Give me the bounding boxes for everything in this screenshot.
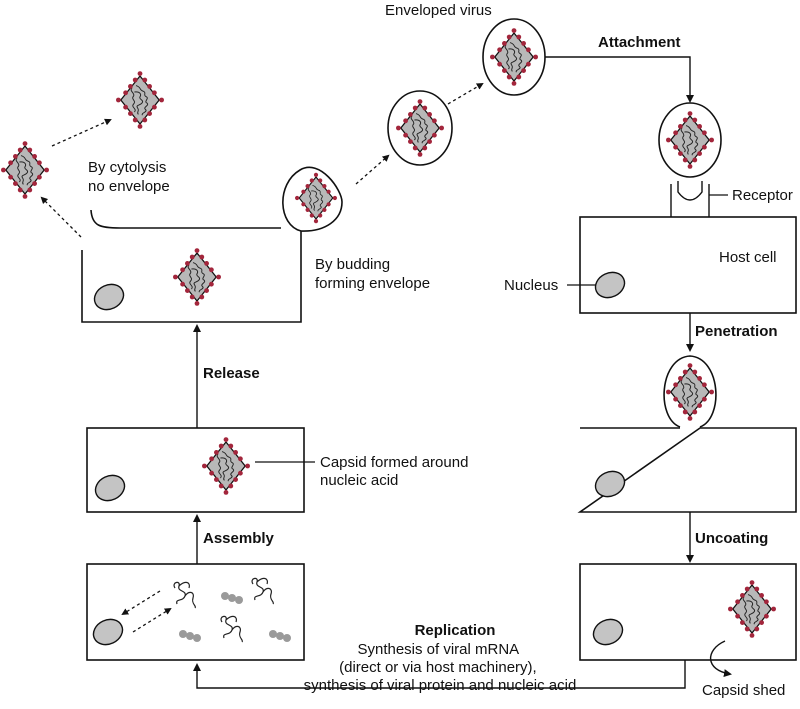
budding-membrane xyxy=(90,209,281,229)
receptor xyxy=(670,181,728,217)
replication-detail-line-2: (direct or via host machinery), xyxy=(339,659,537,676)
replication-label: Replication xyxy=(415,622,496,639)
host-cell-label: Host cell xyxy=(719,249,777,266)
receptor-label: Receptor xyxy=(732,187,793,204)
assembly-cell xyxy=(86,427,305,513)
cytolysis-line-1: By cytolysis xyxy=(88,159,166,176)
budding-line-2: forming envelope xyxy=(315,275,430,292)
penetrating-virus xyxy=(663,355,717,428)
release-cell xyxy=(81,166,343,323)
replication-detail: Synthesis of viral mRNA (direct or via h… xyxy=(304,641,577,694)
enveloped-virus xyxy=(482,18,546,96)
host-cell-penetration xyxy=(577,427,797,513)
host-cell-attachment xyxy=(579,216,797,314)
attached-virus xyxy=(658,102,722,178)
budding-label: By budding forming envelope xyxy=(315,256,430,292)
attachment-arrow xyxy=(545,56,694,103)
cytolysis-label: By cytolysis no envelope xyxy=(88,159,171,195)
nucleus-label: Nucleus xyxy=(504,277,558,294)
replication-cell xyxy=(86,563,305,661)
capsid-shed-arrow xyxy=(709,640,732,677)
nucleus xyxy=(594,271,626,299)
budded-enveloped-virus xyxy=(387,90,453,166)
capsid-formed-line-2: nucleic acid xyxy=(320,472,398,489)
capsid-formed-label: Capsid formed around nucleic acid xyxy=(320,454,473,489)
cytolysis-virus-1 xyxy=(0,140,50,200)
attachment-label: Attachment xyxy=(598,34,681,51)
cytolysis-line-2: no envelope xyxy=(88,178,170,195)
capsid-formed-line-1: Capsid formed around xyxy=(320,454,468,471)
replication-arrow xyxy=(193,660,686,689)
enveloped-virus-label: Enveloped virus xyxy=(385,2,492,19)
cytolysis-virus-2 xyxy=(115,70,165,130)
release-label: Release xyxy=(203,365,260,382)
replication-nucleus xyxy=(92,618,124,646)
replication-detail-line-1: Synthesis of viral mRNA xyxy=(357,641,519,658)
penetration-label: Penetration xyxy=(695,323,778,340)
assembly-label: Assembly xyxy=(203,530,275,547)
uncoating-label: Uncoating xyxy=(695,530,768,547)
budding-line-1: By budding xyxy=(315,256,390,273)
replication-detail-line-3: synthesis of viral protein and nucleic a… xyxy=(304,677,577,694)
capsid-shed-label: Capsid shed xyxy=(702,682,785,699)
releasing-virus xyxy=(172,247,222,307)
